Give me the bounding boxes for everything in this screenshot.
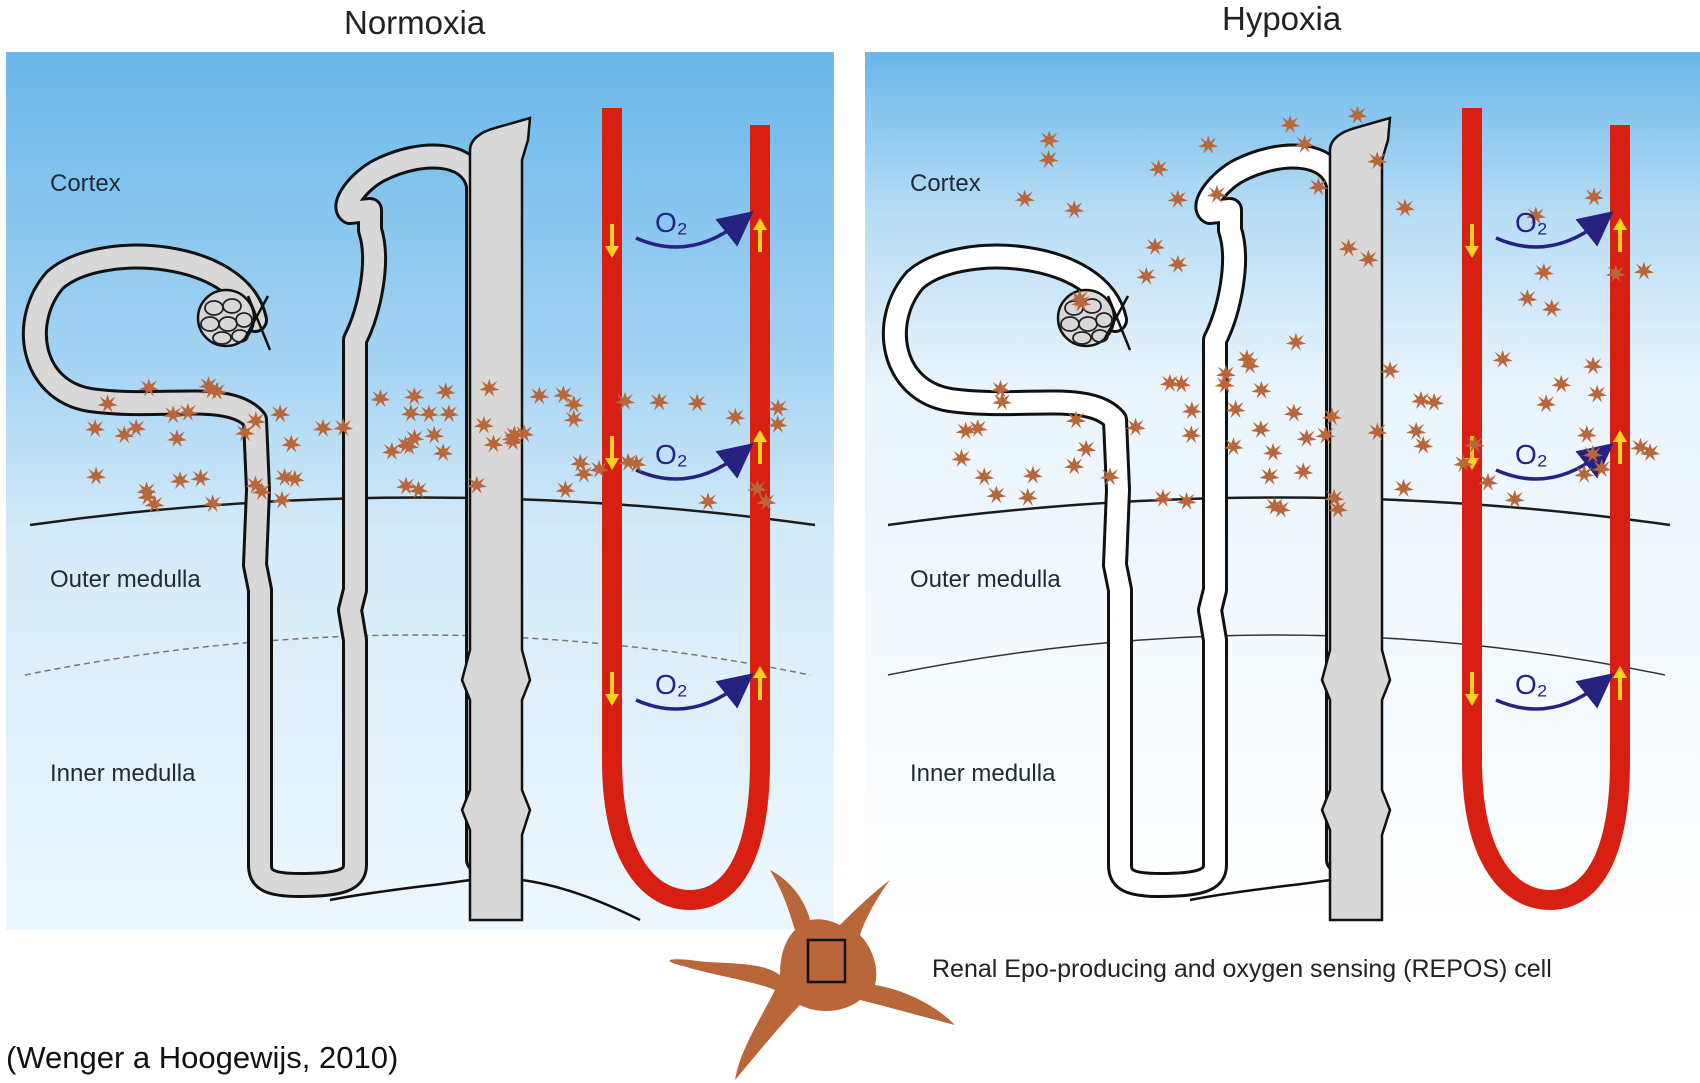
o2-label: O₂ xyxy=(1515,669,1548,700)
normoxia-panel xyxy=(6,52,834,930)
citation: (Wenger a Hoogewijs, 2010) xyxy=(6,1040,398,1076)
outer-medulla-label: Outer medulla xyxy=(910,566,1061,594)
o2-label: O₂ xyxy=(655,207,688,238)
outer-medulla-label: Outer medulla xyxy=(50,566,201,594)
o2-label: O₂ xyxy=(1515,439,1548,470)
cortex-label: Cortex xyxy=(50,170,121,198)
hypoxia-title: Hypoxia xyxy=(1222,0,1341,38)
inner-medulla-label: Inner medulla xyxy=(910,760,1055,788)
hypoxia-background xyxy=(865,52,1700,930)
hypoxia-panel xyxy=(865,52,1700,930)
o2-label: O₂ xyxy=(655,439,688,470)
cortex-label: Cortex xyxy=(910,170,981,198)
inner-medulla-label: Inner medulla xyxy=(50,760,195,788)
repos-cell-legend: Renal Epo-producing and oxygen sensing (… xyxy=(932,955,1552,984)
o2-label: O₂ xyxy=(655,669,688,700)
o2-label: O₂ xyxy=(1515,207,1548,238)
normoxia-title: Normoxia xyxy=(344,4,485,42)
